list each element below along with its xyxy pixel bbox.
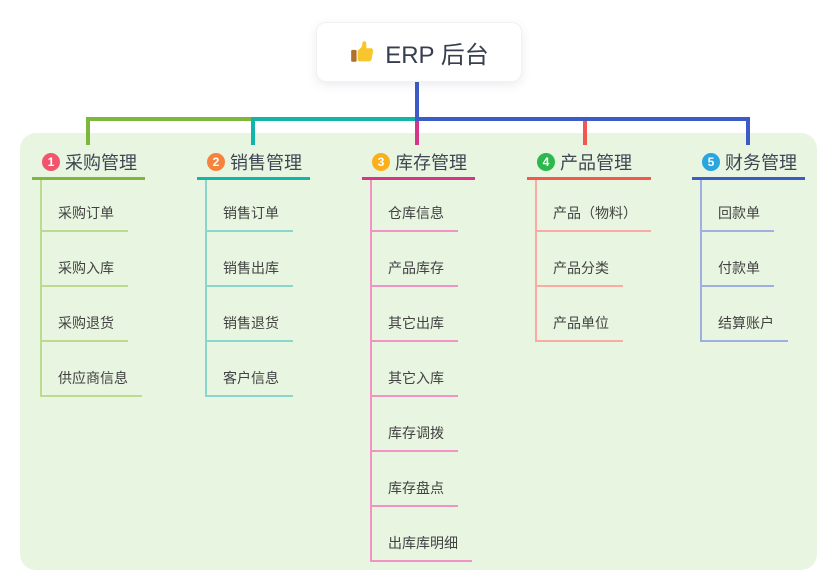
child-row: 付款单 — [702, 232, 805, 287]
child-node-4-2[interactable]: 产品分类 — [537, 258, 623, 287]
edge-horizontal-5 — [415, 117, 750, 121]
branches-panel — [20, 133, 817, 570]
branch-5-label: 财务管理 — [725, 152, 797, 173]
branch-5: 5 财务管理回款单付款单结算账户 — [692, 149, 805, 342]
child-node-1-2[interactable]: 采购入库 — [42, 258, 128, 287]
branch-2: 2 销售管理销售订单销售出库销售退货客户信息 — [197, 149, 310, 397]
child-row: 产品库存 — [372, 232, 475, 287]
root-label: ERP 后台 — [385, 41, 489, 69]
thumbs-up-icon — [349, 39, 375, 65]
edge-drop-branch-5 — [746, 117, 750, 145]
child-node-3-5[interactable]: 库存调拨 — [372, 423, 458, 452]
branch-1-children: 采购订单采购入库采购退货供应商信息 — [40, 180, 145, 397]
child-node-3-2[interactable]: 产品库存 — [372, 258, 458, 287]
root-node[interactable]: ERP 后台 — [316, 22, 522, 82]
child-node-5-1[interactable]: 回款单 — [702, 203, 774, 232]
edge-drop-branch-1 — [86, 117, 90, 145]
branch-4-children: 产品（物料） 产品分类产品单位 — [535, 180, 651, 342]
branch-5-header[interactable]: 5 财务管理 — [692, 149, 805, 180]
child-node-1-3[interactable]: 采购退货 — [42, 313, 128, 342]
child-node-3-7[interactable]: 出库库明细 — [372, 533, 472, 562]
child-node-1-4[interactable]: 供应商信息 — [42, 368, 142, 397]
child-row: 销售订单 — [207, 180, 310, 232]
edge-drop-branch-2 — [251, 117, 255, 145]
child-node-3-4[interactable]: 其它入库 — [372, 368, 458, 397]
edge-drop-branch-3 — [415, 121, 419, 145]
child-row: 出库库明细 — [372, 507, 475, 562]
child-node-2-1[interactable]: 销售订单 — [207, 203, 293, 232]
child-row: 库存调拨 — [372, 397, 475, 452]
branch-3-header[interactable]: 3 库存管理 — [362, 149, 475, 180]
branch-4-number-badge: 4 — [537, 152, 555, 171]
child-node-3-1[interactable]: 仓库信息 — [372, 203, 458, 232]
child-node-5-2[interactable]: 付款单 — [702, 258, 774, 287]
child-row: 采购订单 — [42, 180, 145, 232]
child-node-3-6[interactable]: 库存盘点 — [372, 478, 458, 507]
child-row: 销售退货 — [207, 287, 310, 342]
child-node-2-3[interactable]: 销售退货 — [207, 313, 293, 342]
child-node-1-1[interactable]: 采购订单 — [42, 203, 128, 232]
child-row: 供应商信息 — [42, 342, 145, 397]
child-row: 库存盘点 — [372, 452, 475, 507]
child-node-4-1[interactable]: 产品（物料） — [537, 203, 651, 232]
child-node-3-3[interactable]: 其它出库 — [372, 313, 458, 342]
child-node-4-3[interactable]: 产品单位 — [537, 313, 623, 342]
branch-4-label: 产品管理 — [560, 152, 632, 173]
root-trunk-line — [415, 82, 419, 121]
child-row: 产品（物料） — [537, 180, 651, 232]
branch-3-label: 库存管理 — [395, 152, 467, 173]
branch-4: 4 产品管理产品（物料） 产品分类产品单位 — [527, 149, 651, 342]
child-row: 采购入库 — [42, 232, 145, 287]
child-row: 产品分类 — [537, 232, 651, 287]
edge-horizontal-2 — [251, 117, 419, 121]
child-node-5-3[interactable]: 结算账户 — [702, 313, 788, 342]
child-node-2-4[interactable]: 客户信息 — [207, 368, 293, 397]
branch-2-label: 销售管理 — [230, 152, 302, 173]
child-row: 产品单位 — [537, 287, 651, 342]
branch-3: 3 库存管理仓库信息产品库存其它出库其它入库库存调拨库存盘点出库库明细 — [362, 149, 475, 562]
branch-4-header[interactable]: 4 产品管理 — [527, 149, 651, 180]
child-row: 结算账户 — [702, 287, 805, 342]
branch-1-number-badge: 1 — [42, 152, 60, 171]
branch-1-header[interactable]: 1 采购管理 — [32, 149, 145, 180]
child-row: 客户信息 — [207, 342, 310, 397]
edge-drop-branch-4 — [583, 121, 587, 145]
branch-2-children: 销售订单销售出库销售退货客户信息 — [205, 180, 310, 397]
child-row: 其它出库 — [372, 287, 475, 342]
branch-3-children: 仓库信息产品库存其它出库其它入库库存调拨库存盘点出库库明细 — [370, 180, 475, 562]
child-row: 回款单 — [702, 180, 805, 232]
child-row: 采购退货 — [42, 287, 145, 342]
branch-2-number-badge: 2 — [207, 152, 225, 171]
branch-2-header[interactable]: 2 销售管理 — [197, 149, 310, 180]
branch-5-children: 回款单付款单结算账户 — [700, 180, 805, 342]
branch-5-number-badge: 5 — [702, 152, 720, 171]
branch-1-label: 采购管理 — [65, 152, 137, 173]
branch-3-number-badge: 3 — [372, 152, 390, 171]
child-row: 其它入库 — [372, 342, 475, 397]
branch-1: 1 采购管理采购订单采购入库采购退货供应商信息 — [32, 149, 145, 397]
child-node-2-2[interactable]: 销售出库 — [207, 258, 293, 287]
child-row: 仓库信息 — [372, 180, 475, 232]
child-row: 销售出库 — [207, 232, 310, 287]
